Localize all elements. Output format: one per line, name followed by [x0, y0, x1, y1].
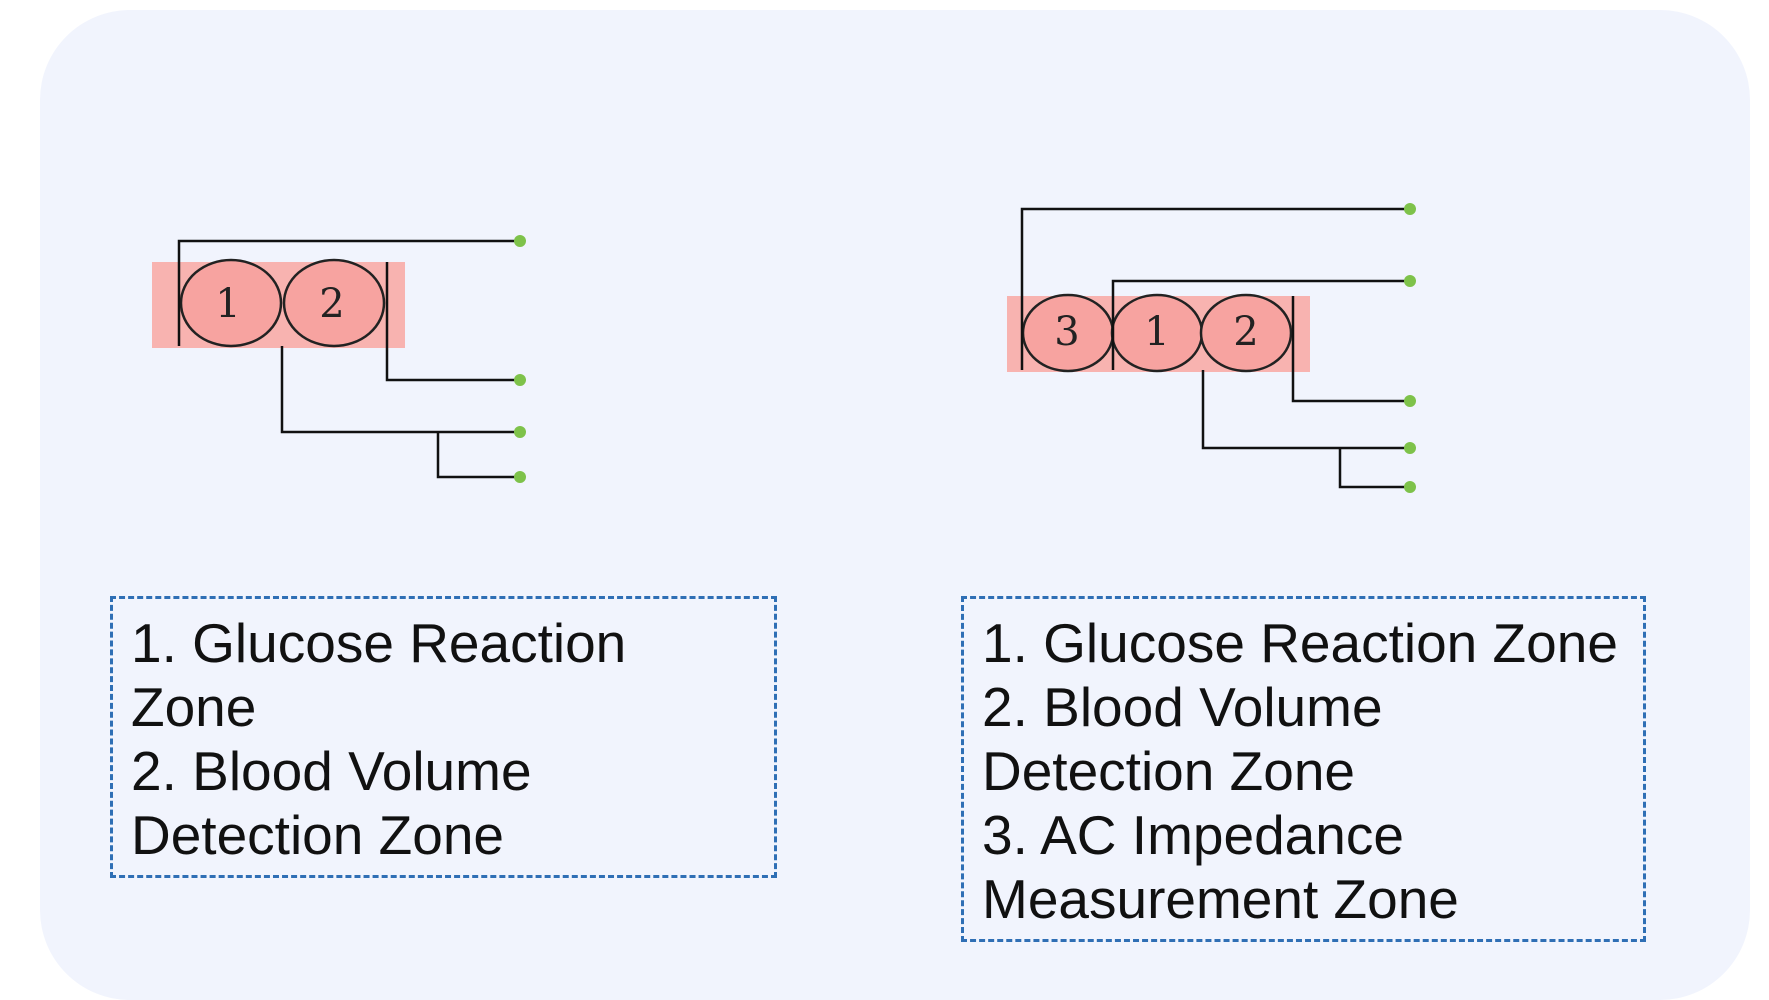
- right-test-strip: 3 1 2: [1007, 203, 1416, 493]
- left-test-strip: 1 2: [152, 235, 526, 483]
- right-terminal-5: [1404, 481, 1416, 493]
- right-wire-top: [1020, 207, 1410, 370]
- left-zone-2-label: 2: [319, 281, 344, 327]
- right-legend-line: Detection Zone: [982, 740, 1355, 802]
- right-zone-1-label: 1: [1144, 309, 1169, 355]
- right-wire-second: [1111, 279, 1410, 370]
- right-legend-line: 1. Glucose Reaction Zone: [982, 612, 1618, 674]
- left-legend-line: 2. Blood Volume: [131, 740, 532, 802]
- left-terminal-1: [514, 235, 526, 247]
- left-wire-right: [385, 262, 520, 382]
- left-wire-middle: [280, 346, 520, 434]
- left-zone-1-label: 1: [215, 281, 240, 327]
- right-terminal-2: [1404, 275, 1416, 287]
- right-terminal-4: [1404, 442, 1416, 454]
- left-terminal-4: [514, 471, 526, 483]
- right-legend-line: 2. Blood Volume: [982, 676, 1383, 738]
- left-zone-1-electrode: [179, 258, 283, 348]
- right-zone-3-label: 3: [1054, 309, 1079, 355]
- right-wire-branch: [1338, 448, 1410, 489]
- right-zone-2-electrode: [1199, 293, 1293, 373]
- left-wire-top: [177, 239, 520, 346]
- right-wire-right: [1291, 296, 1410, 403]
- diagram-panel: [40, 10, 1750, 1000]
- right-zone-2-label: 2: [1233, 309, 1258, 355]
- right-terminal-1: [1404, 203, 1416, 215]
- left-legend-line: Detection Zone: [131, 804, 504, 866]
- left-legend-line: 1. Glucose Reaction: [131, 612, 627, 674]
- left-wire-branch: [436, 432, 520, 479]
- left-legend-line: Zone: [131, 676, 257, 738]
- right-legend-line: Measurement Zone: [982, 868, 1459, 930]
- left-terminal-3: [514, 426, 526, 438]
- left-legend: 1. Glucose Reaction Zone 2. Blood Volume…: [110, 596, 777, 878]
- right-legend: 1. Glucose Reaction Zone 2. Blood Volume…: [961, 596, 1646, 942]
- right-wire-middle: [1201, 370, 1410, 450]
- left-terminal-2: [514, 374, 526, 386]
- right-terminal-3: [1404, 395, 1416, 407]
- right-legend-line: 3. AC Impedance: [982, 804, 1404, 866]
- left-zone-2-electrode: [282, 258, 386, 348]
